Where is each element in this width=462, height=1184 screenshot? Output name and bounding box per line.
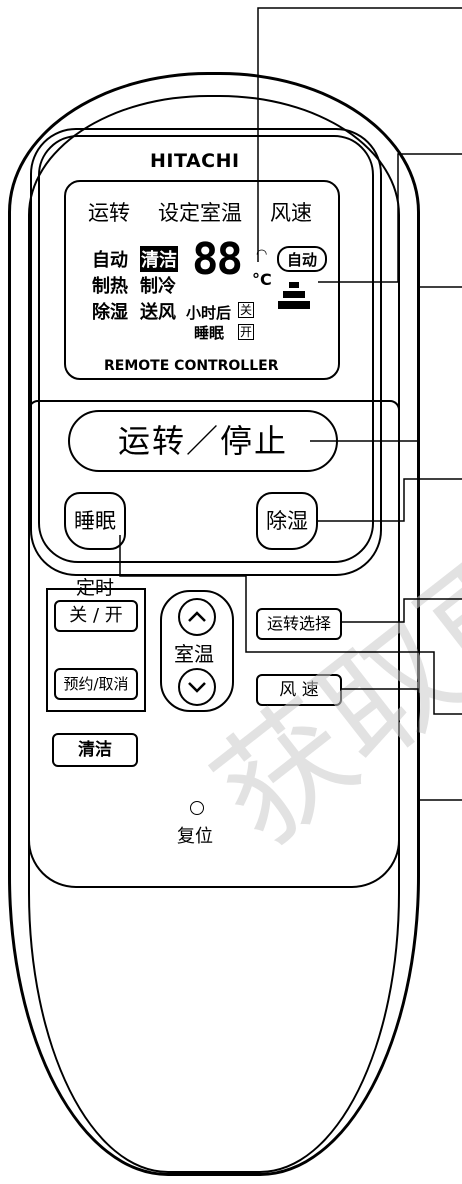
lcd-mode-clean: 清洁 bbox=[140, 246, 178, 272]
leader-signal bbox=[257, 7, 462, 262]
fan-speed-button[interactable]: 风 速 bbox=[256, 674, 342, 706]
display-bezel-outer bbox=[30, 128, 382, 576]
fan-level-icon bbox=[276, 282, 312, 322]
lcd-footer: REMOTE CONTROLLER bbox=[104, 358, 279, 374]
lcd-temp-digits: 88 bbox=[192, 234, 243, 285]
timer-group bbox=[46, 588, 146, 712]
reset-label: 复位 bbox=[177, 826, 213, 847]
signal-icon: ◠ bbox=[256, 247, 268, 262]
lcd-mode-heat: 制热 bbox=[92, 276, 128, 297]
lcd-on-indicator: 开 bbox=[238, 324, 255, 340]
lcd-mode-auto: 自动 bbox=[92, 250, 128, 271]
lcd-sleep: 睡眠 bbox=[194, 324, 225, 342]
chevron-up-icon bbox=[188, 611, 206, 622]
room-temp-label: 室温 bbox=[174, 642, 214, 666]
button-panel bbox=[28, 400, 400, 888]
lcd-unit: °C bbox=[252, 270, 272, 289]
leader-fan-speed bbox=[342, 688, 462, 801]
leader-lcd-fan bbox=[318, 153, 462, 283]
room-temp-group bbox=[160, 590, 234, 712]
lcd-mode-cool: 制冷 bbox=[140, 276, 176, 297]
reset-button[interactable] bbox=[190, 801, 204, 815]
temp-up-button[interactable] bbox=[178, 598, 216, 636]
mode-select-button[interactable]: 运转选择 bbox=[256, 608, 342, 640]
lcd-hours-after: 小时后 bbox=[186, 304, 232, 322]
lcd-header-operation: 运转 bbox=[88, 201, 130, 225]
leader-power bbox=[310, 286, 462, 442]
dehumidify-button[interactable]: 除湿 bbox=[256, 492, 318, 550]
remote-body-outline bbox=[8, 72, 420, 1176]
temp-down-button[interactable] bbox=[178, 668, 216, 706]
chevron-down-icon bbox=[188, 682, 206, 693]
lcd-mode-dehumidify: 除湿 bbox=[92, 302, 128, 323]
lcd-off-indicator: 关 bbox=[238, 302, 255, 318]
lcd-header-set-temp: 设定室温 bbox=[158, 201, 242, 225]
sleep-button[interactable]: 睡眠 bbox=[64, 492, 126, 550]
leader-dehumidify bbox=[318, 478, 462, 522]
display-bezel-inner bbox=[38, 135, 374, 563]
off-on-button[interactable]: 关 / 开 bbox=[54, 600, 138, 632]
lcd-mode-fan: 送风 bbox=[140, 302, 176, 323]
leader-sleep bbox=[119, 535, 462, 715]
clean-button[interactable]: 清洁 bbox=[52, 733, 138, 767]
brand-logo: HITACHI bbox=[150, 150, 240, 172]
reserve-cancel-button[interactable]: 预约/取消 bbox=[54, 668, 138, 700]
lcd-fan-auto: 自动 bbox=[277, 246, 327, 272]
leader-mode-select bbox=[342, 598, 462, 623]
lcd-header-fan-speed: 风速 bbox=[270, 201, 312, 225]
lcd-screen bbox=[64, 180, 340, 380]
